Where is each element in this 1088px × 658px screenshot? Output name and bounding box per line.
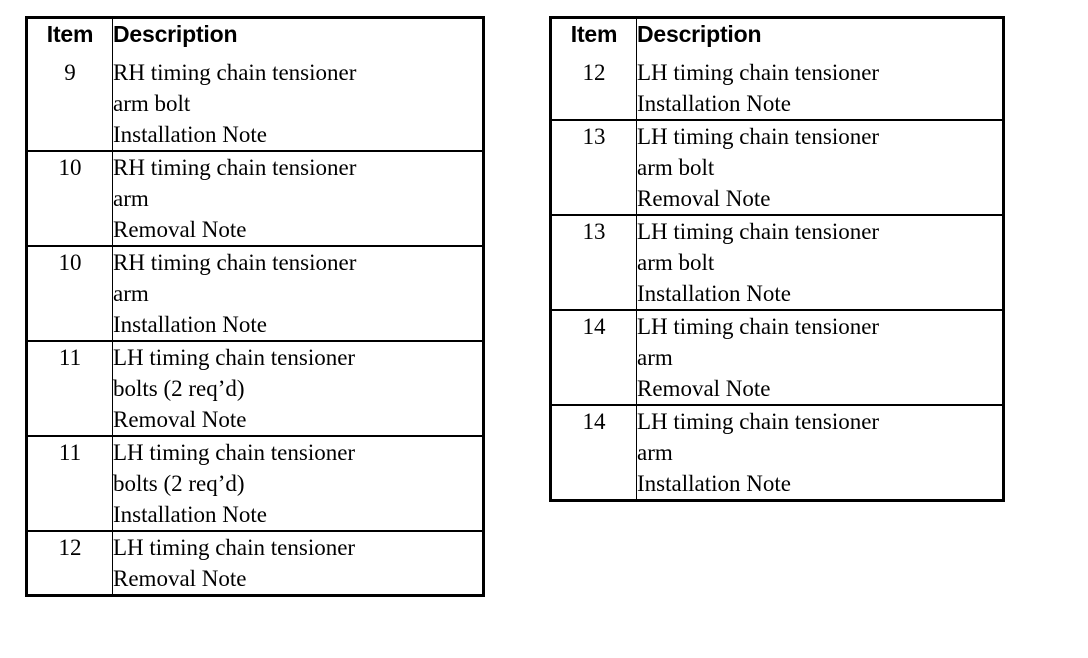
description-line: RH timing chain tensioner — [113, 60, 357, 85]
description-line: arm — [637, 440, 673, 465]
description-line: LH timing chain tensioner — [637, 219, 880, 244]
cell-description: LH timing chain tensioner bolts (2 req’d)… — [112, 435, 484, 532]
description-line: arm bolt — [637, 155, 715, 180]
description-line: arm — [113, 281, 149, 306]
cell-item-number: 13 — [550, 214, 637, 311]
cell-item-number: 11 — [26, 435, 113, 532]
description-line: LH timing chain tensioner — [113, 345, 356, 370]
description-line: Removal Note — [113, 566, 247, 591]
description-line: bolts (2 req’d) — [113, 471, 245, 496]
description-line: Installation Note — [113, 312, 267, 337]
cell-item-number: 12 — [550, 57, 637, 121]
column-header-description: Description — [112, 17, 484, 57]
description-line: LH timing chain tensioner — [637, 124, 880, 149]
description-line: Installation Note — [637, 91, 791, 116]
description-line: RH timing chain tensioner — [113, 250, 357, 275]
description-line: arm bolt — [113, 91, 191, 116]
description-line: Removal Note — [637, 376, 771, 401]
cell-item-number: 10 — [26, 245, 113, 342]
header-row: Item Description — [550, 17, 1004, 57]
description-line: arm — [113, 186, 149, 211]
cell-item-number: 14 — [550, 404, 637, 501]
description-line: Installation Note — [637, 281, 791, 306]
description-line: LH timing chain tensioner — [113, 535, 356, 560]
header-row: Item Description — [26, 17, 484, 57]
description-line: LH timing chain tensioner — [637, 60, 880, 85]
cell-item-number: 10 — [26, 150, 113, 247]
description-line: bolts (2 req’d) — [113, 376, 245, 401]
description-line: LH timing chain tensioner — [637, 314, 880, 339]
column-header-description: Description — [636, 17, 1004, 57]
description-line: Installation Note — [113, 122, 267, 147]
description-line: arm — [637, 345, 673, 370]
description-line: arm bolt — [637, 250, 715, 275]
cell-item-number: 9 — [26, 57, 113, 152]
cell-item-number: 11 — [26, 340, 113, 437]
description-line: LH timing chain tensioner — [637, 409, 880, 434]
cell-description: LH timing chain tensioner bolts (2 req’d)… — [112, 340, 484, 437]
description-line: Installation Note — [113, 502, 267, 527]
description-line: LH timing chain tensioner — [113, 440, 356, 465]
description-line: Removal Note — [113, 407, 247, 432]
table-header-left: Item Description — [26, 17, 484, 57]
description-line: Removal Note — [637, 186, 771, 211]
description-line: RH timing chain tensioner — [113, 155, 357, 180]
cell-item-number: 13 — [550, 119, 637, 216]
description-line: Installation Note — [637, 471, 791, 496]
column-header-item: Item — [26, 17, 113, 57]
description-line: Removal Note — [113, 217, 247, 242]
table-header-right: Item Description — [550, 17, 1004, 57]
column-header-item: Item — [550, 17, 637, 57]
cell-item-number: 12 — [26, 530, 113, 596]
cell-item-number: 14 — [550, 309, 637, 406]
